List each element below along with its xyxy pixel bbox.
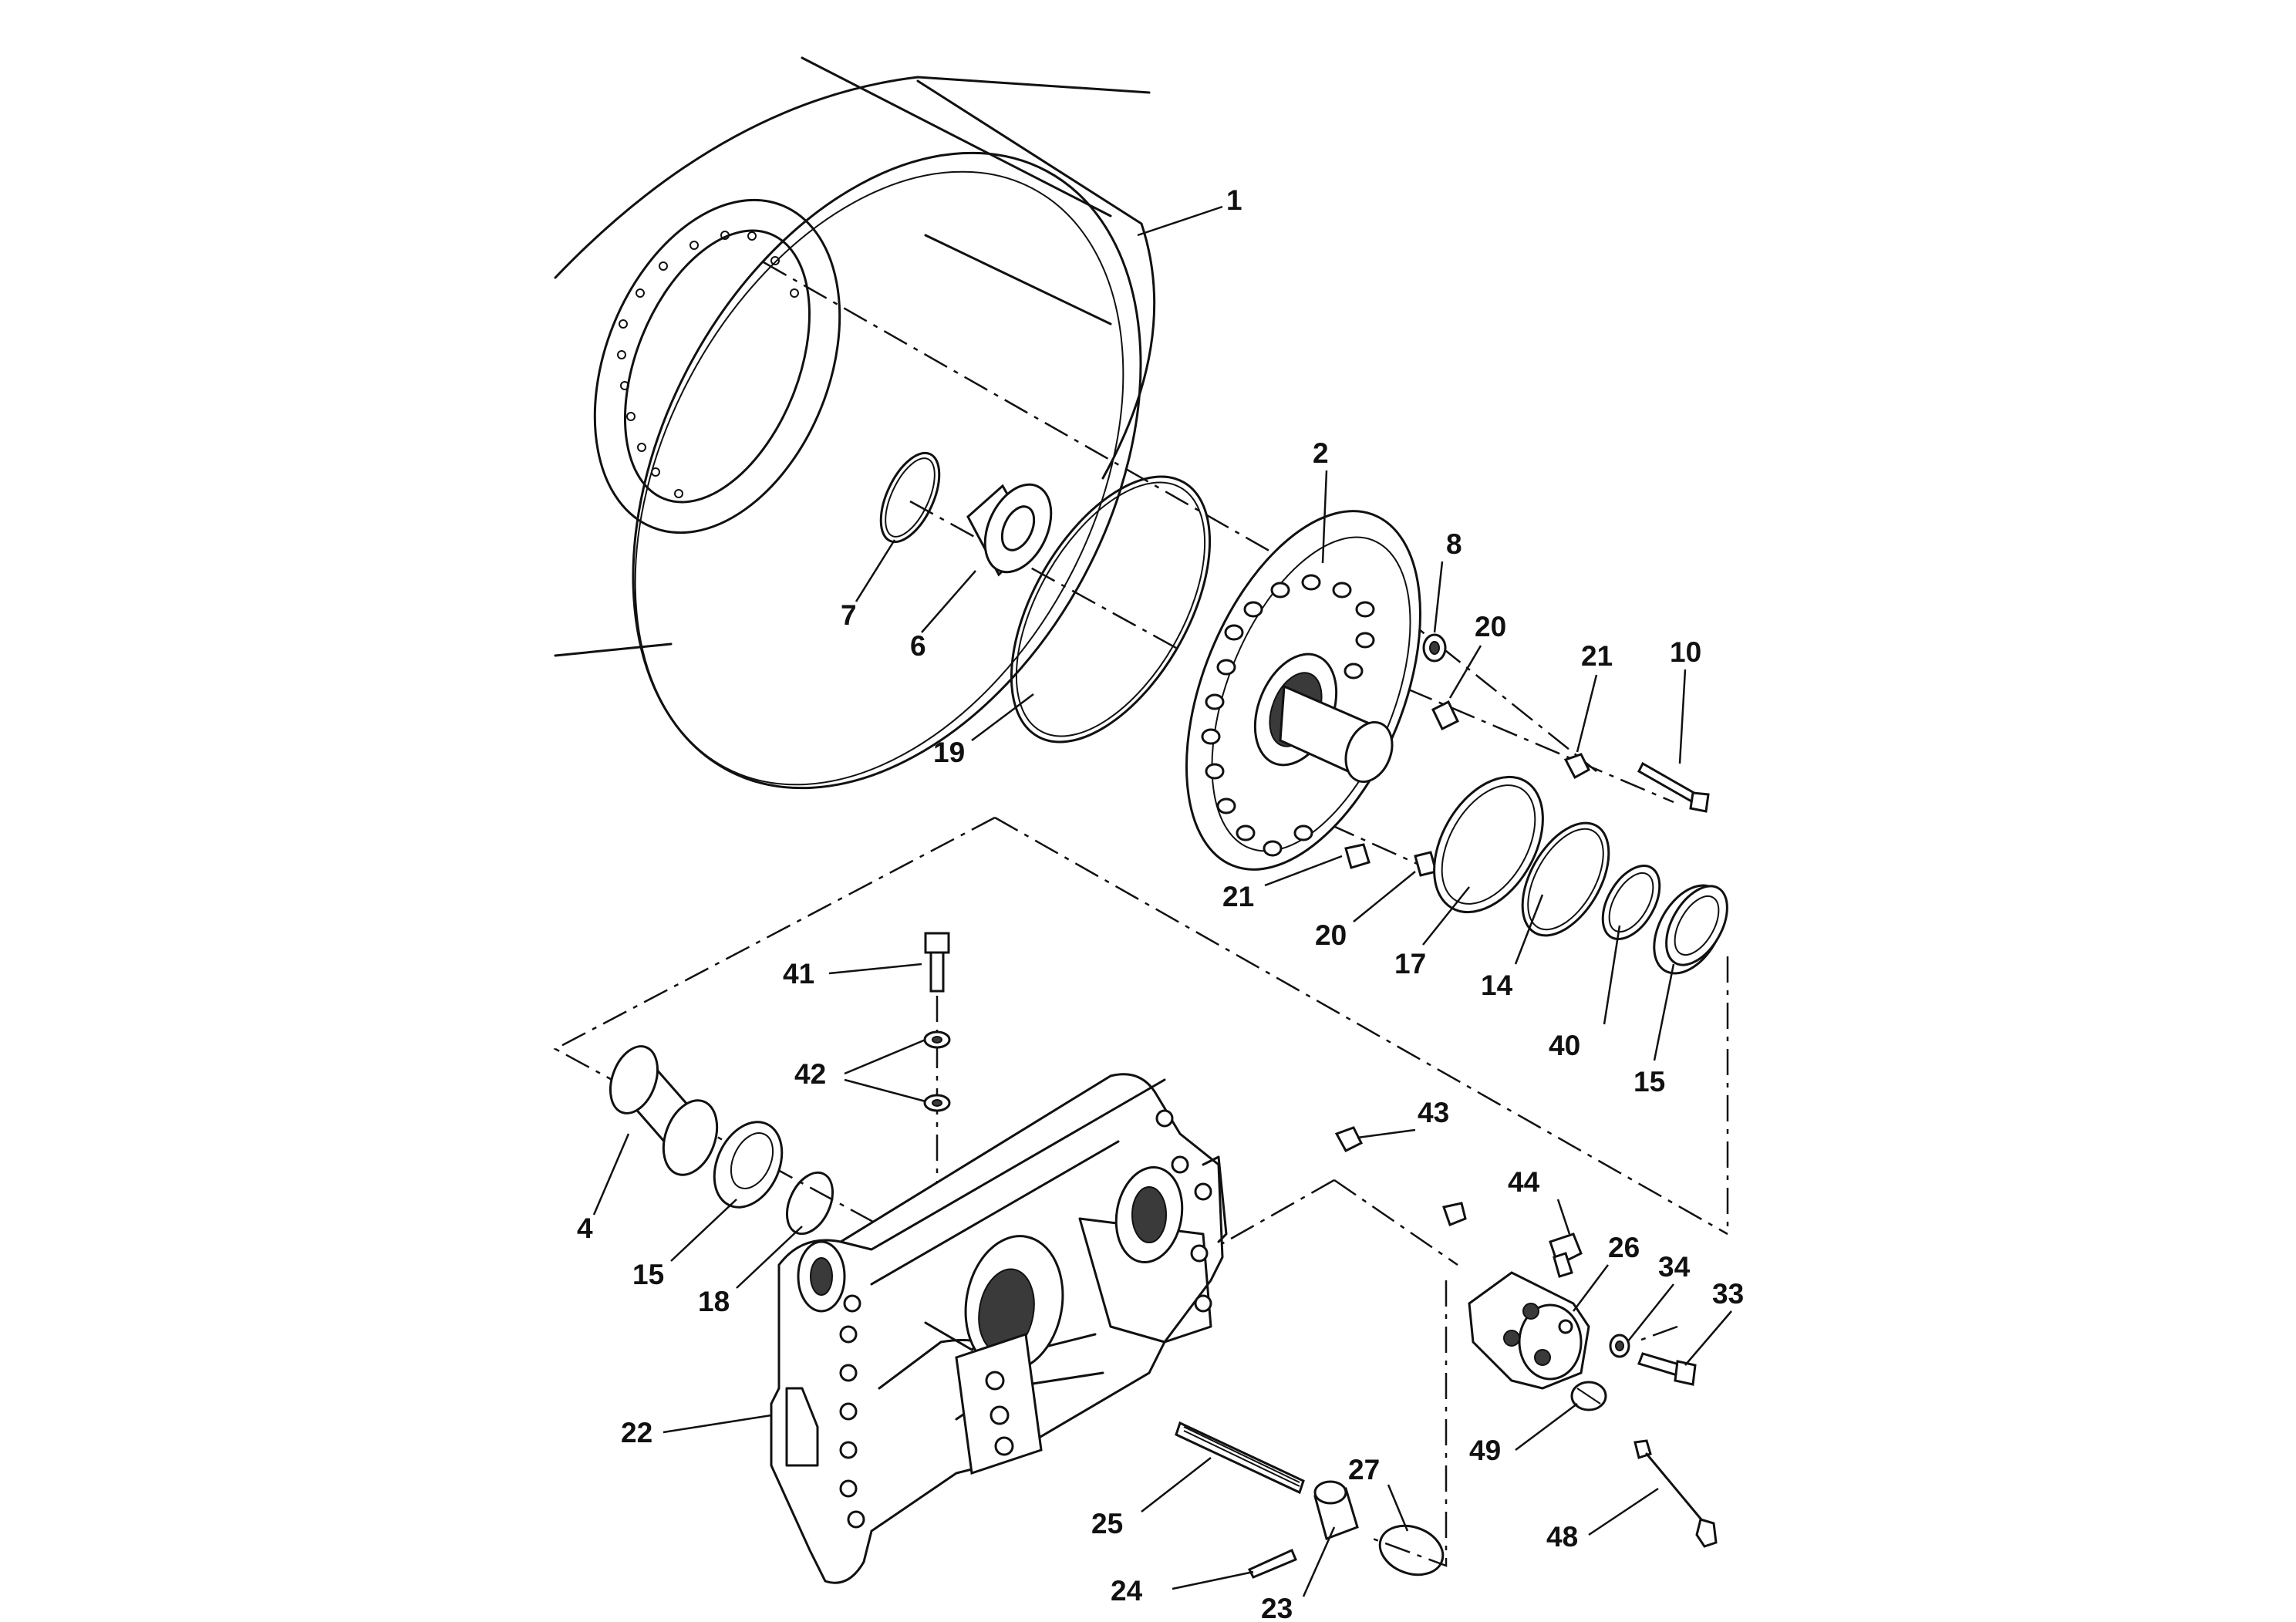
bolt-33 xyxy=(1637,1352,1697,1386)
callout-40: 40 xyxy=(1549,1030,1580,1061)
sensor-48 xyxy=(1633,1439,1718,1548)
callout-2: 2 xyxy=(1313,437,1329,469)
callout-7: 7 xyxy=(841,599,857,631)
leader-lines xyxy=(592,205,1732,1597)
hub-flange-2 xyxy=(1185,510,1421,871)
nut-21-upper xyxy=(1563,753,1590,780)
o-ring-19 xyxy=(1010,475,1212,744)
callout-23: 23 xyxy=(1261,1593,1293,1622)
plug-20-lower xyxy=(1414,851,1438,877)
nut-21-lower xyxy=(1344,843,1371,869)
washers-42 xyxy=(923,1030,951,1112)
hub-bolts xyxy=(1201,574,1375,857)
callout-15-lower: 15 xyxy=(632,1259,664,1290)
flange-holes xyxy=(617,231,799,498)
plug-20-upper xyxy=(1431,700,1459,731)
motor-26 xyxy=(1468,1271,1590,1390)
callout-14: 14 xyxy=(1481,969,1513,1001)
callout-21-upper: 21 xyxy=(1581,640,1613,672)
callout-27: 27 xyxy=(1348,1454,1380,1485)
callout-43: 43 xyxy=(1418,1097,1449,1128)
callout-19: 19 xyxy=(933,737,965,768)
plug-43-lower xyxy=(1442,1202,1467,1226)
shaft-25 xyxy=(1175,1421,1305,1495)
callout-44: 44 xyxy=(1508,1166,1540,1198)
callout-20-lower: 20 xyxy=(1315,919,1347,951)
coupling-23 xyxy=(1313,1480,1359,1540)
bushing-6 xyxy=(966,483,1053,577)
callout-17: 17 xyxy=(1394,948,1426,980)
pin-24 xyxy=(1247,1548,1297,1579)
callout-26: 26 xyxy=(1608,1232,1640,1263)
bolt-10 xyxy=(1637,761,1710,813)
callout-20-upper: 20 xyxy=(1475,611,1506,642)
callout-34: 34 xyxy=(1658,1251,1691,1283)
callout-48: 48 xyxy=(1546,1521,1578,1553)
callout-22: 22 xyxy=(621,1417,652,1448)
callout-33: 33 xyxy=(1712,1278,1744,1310)
callout-1: 1 xyxy=(1226,184,1242,216)
washer-8 xyxy=(1422,633,1447,663)
callout-6: 6 xyxy=(910,630,926,662)
seal-15-upper xyxy=(1653,884,1728,975)
bushing-4 xyxy=(609,1045,719,1176)
seal-17 xyxy=(1433,775,1544,914)
frame-22 xyxy=(770,1073,1228,1584)
drum-part-1 xyxy=(554,56,1156,790)
callout-49: 49 xyxy=(1469,1435,1501,1466)
callout-18: 18 xyxy=(698,1286,730,1317)
callout-8: 8 xyxy=(1446,528,1462,560)
callout-24: 24 xyxy=(1111,1575,1143,1607)
fitting-49 xyxy=(1570,1381,1607,1411)
callout-41: 41 xyxy=(783,958,814,990)
callout-15-upper: 15 xyxy=(1633,1066,1665,1098)
elbow-44 xyxy=(1549,1233,1583,1278)
callout-42: 42 xyxy=(794,1058,826,1090)
callout-10: 10 xyxy=(1670,636,1701,668)
washer-34 xyxy=(1609,1334,1630,1358)
bolt-41 xyxy=(924,932,950,993)
callout-21-lower: 21 xyxy=(1222,881,1254,912)
callout-labels: 1 2 4 6 7 8 10 14 15 15 17 18 19 20 20 2… xyxy=(577,184,1744,1622)
callout-25: 25 xyxy=(1091,1508,1123,1539)
ring-7 xyxy=(879,451,941,544)
circlip-18 xyxy=(785,1171,834,1236)
plug-43-upper xyxy=(1334,1126,1364,1152)
ring-14 xyxy=(1521,821,1610,937)
ring-40 xyxy=(1601,865,1661,940)
o-ring-27 xyxy=(1378,1524,1445,1576)
callout-4: 4 xyxy=(577,1212,593,1244)
